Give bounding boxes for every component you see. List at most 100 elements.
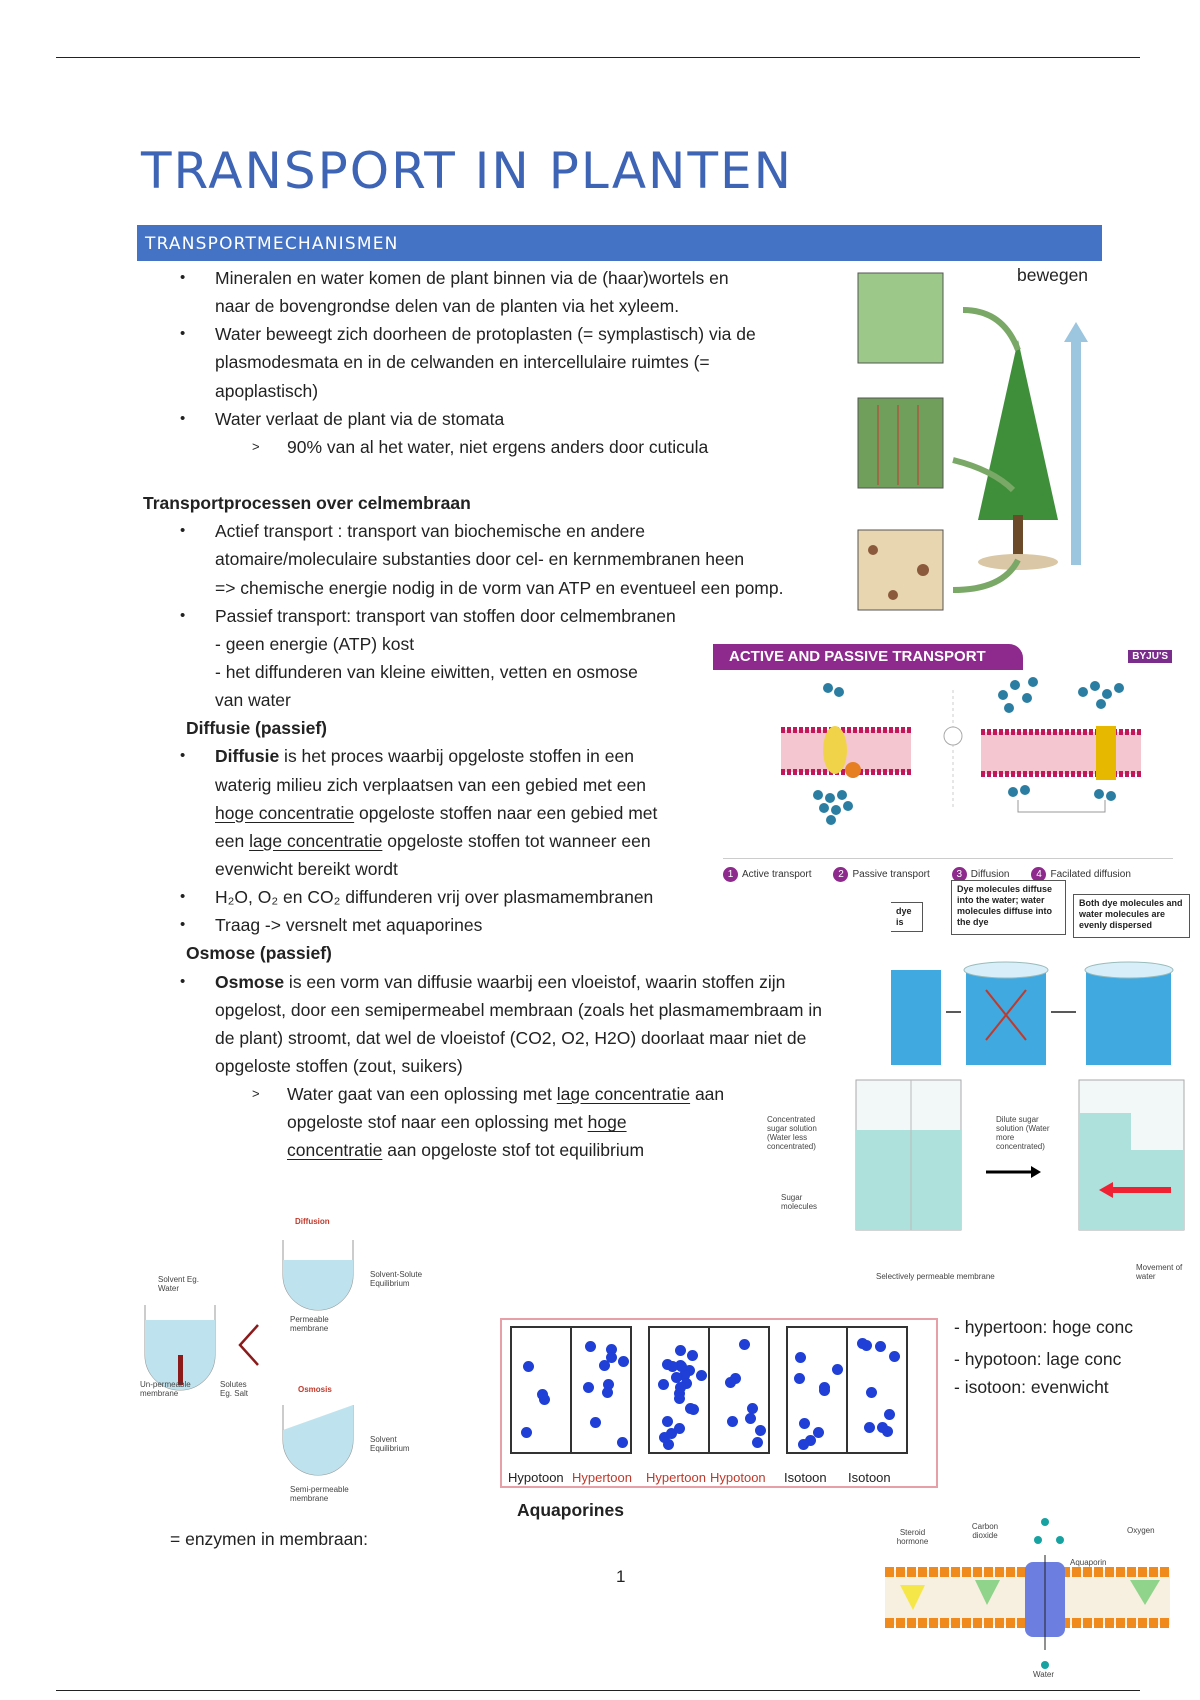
solute-dot (667, 1360, 679, 1372)
text-line: opgelost, door een semipermeabel membraa… (0, 996, 880, 1024)
text-line: - geen energie (ATP) kost (0, 630, 880, 658)
line-text: concentratie aan opgeloste stof tot equi… (287, 1136, 644, 1164)
bullet-icon: • (180, 916, 186, 934)
label-solutes: Solutes Eg. Salt (220, 1380, 249, 1398)
line-text: de plant) stroomt, dat wel de vloeistof … (215, 1024, 806, 1052)
solute-dot (585, 1341, 597, 1353)
enzymen-text: = enzymen in membraan: (170, 1529, 368, 1549)
tonicity-panel (786, 1326, 908, 1454)
section-subheading: Diffusie (passief) (0, 714, 880, 742)
solute-dot (687, 1349, 699, 1361)
line-text: atomaire/moleculaire substanties door ce… (215, 545, 744, 573)
text-line: opgeloste stof naar een oplossing met ho… (0, 1108, 880, 1136)
underlined-term: hoge concentratie (215, 802, 355, 823)
solute-dot (662, 1416, 674, 1428)
line-text: Water verlaat de plant via de stomata (215, 405, 504, 433)
text-segment: => chemische energie nodig in de vorm va… (215, 577, 784, 598)
text-segment: H₂O, O₂ en CO₂ diffunderen vrij over pla… (215, 887, 654, 908)
line-text: Mineralen en water komen de plant binnen… (215, 264, 729, 292)
dye-diffusion-figure: dye is Dye molecules diffuse into the wa… (891, 880, 1191, 1070)
label-dilute: Dilute sugar solution (Water more concen… (996, 1115, 1050, 1151)
label-eq1: Solvent-Solute Equilibrium (370, 1270, 423, 1288)
label-movement: Movement of water (1136, 1263, 1183, 1281)
solute-dot (521, 1427, 533, 1439)
line-text: Water gaat van een oplossing met lage co… (287, 1080, 724, 1108)
section-bar: TRANSPORTMECHANISMEN (137, 225, 1102, 261)
label-sugar: Sugar molecules (781, 1193, 818, 1211)
tonicity-panel (648, 1326, 770, 1454)
text-segment: atomaire/moleculaire substanties door ce… (215, 549, 745, 570)
text-segment: Traag -> versnelt met aquaporines (215, 915, 483, 936)
solute-dot (658, 1378, 669, 1390)
text-segment: Transportprocessen over celmembraan (143, 493, 471, 514)
text-segment: Water beweegt zich doorheen de protoplas… (215, 324, 756, 345)
solute-dot (754, 1425, 766, 1437)
line-text: Actief transport : transport van biochem… (215, 517, 645, 545)
tonicity-panel (510, 1326, 632, 1454)
page-number: 1 (616, 1567, 626, 1586)
solute-dot (725, 1376, 737, 1388)
solute-dot (601, 1386, 613, 1398)
line-text: Osmose (passief) (186, 939, 332, 967)
note-hypotoon: - hypotoon: lage conc (954, 1349, 1122, 1369)
tonicity-label: Hypertoon (572, 1470, 632, 1485)
bullet-icon: • (180, 747, 186, 765)
text-segment: naar de bovengrondse delen van de plante… (215, 296, 680, 317)
text-segment: opgeloste stoffen naar een gebied met (354, 802, 658, 823)
bullet-icon: • (180, 972, 186, 990)
line-text: Water beweegt zich doorheen de protoplas… (215, 320, 756, 348)
text-line: plasmodesmata en in de celwanden en inte… (0, 348, 880, 376)
line-text: waterig milieu zich verplaatsen van een … (215, 771, 646, 799)
legend-number: 4 (1031, 867, 1047, 882)
text-segment: waterig milieu zich verplaatsen van een … (215, 774, 646, 795)
line-text: een lage concentratie opgeloste stoffen … (215, 827, 651, 855)
text-line: • Water beweegt zich doorheen de protopla… (0, 320, 880, 348)
text-line: • Mineralen en water komen de plant binne… (0, 264, 880, 292)
osmosis-beaker-figure: Concentrated sugar solution (Water less … (761, 1075, 1191, 1290)
line-text: H₂O, O₂ en CO₂ diffunderen vrij over pla… (215, 883, 653, 911)
line-text: naar de bovengrondse delen van de plante… (215, 292, 679, 320)
text-line: apoplastisch) (0, 377, 880, 405)
line-text: opgeloste stoffen (zout, suikers) (215, 1052, 463, 1080)
text-line: •Osmose is een vorm van diffusie waarbij… (0, 968, 880, 996)
underlined-term: lage concentratie (556, 1084, 691, 1105)
text-segment: een (215, 830, 250, 851)
line-text: => chemische energie nodig in de vorm va… (215, 574, 783, 602)
solute-dot (818, 1384, 830, 1396)
text-segment: Water gaat van een oplossing met (287, 1084, 557, 1105)
solute-dot (795, 1352, 807, 1364)
solute-dot (744, 1412, 756, 1424)
line-text: apoplastisch) (215, 377, 318, 405)
bullet-icon: • (180, 325, 186, 343)
label-solvent: Solvent Eg. Water (158, 1275, 199, 1293)
bullet-icon: • (180, 522, 186, 540)
text-line: evenwicht bereikt wordt (0, 855, 880, 883)
solute-dot (536, 1388, 548, 1400)
text-segment: de plant) stroomt, dat wel de vloeistof … (215, 1027, 807, 1048)
callout-2: Dye molecules diffuse into the water; wa… (951, 880, 1066, 935)
line-text: plasmodesmata en in de celwanden en inte… (215, 348, 710, 376)
solute-dot (865, 1386, 877, 1398)
text-line: naar de bovengrondse delen van de plante… (0, 292, 880, 320)
solute-dot (881, 1426, 893, 1438)
line-text: van water (215, 686, 291, 714)
label-diffusion: Diffusion (295, 1217, 330, 1226)
bullet-icon: • (180, 269, 186, 286)
text-line: atomaire/moleculaire substanties door ce… (0, 545, 880, 573)
text-line: •Water verlaat de plant via de stomata (0, 405, 880, 433)
legend-number: 3 (951, 867, 967, 882)
arrow-bullet-icon: > (252, 1086, 260, 1102)
solute-dot (863, 1422, 875, 1434)
solute-dot (857, 1338, 869, 1350)
u-tube-diffusion-osmosis-figure: Diffusion Osmosis Solvent Eg. Water Solu… (140, 1215, 450, 1510)
text-segment: - het diffunderen van kleine eiwitten, v… (215, 661, 638, 682)
line-text: - geen energie (ATP) kost (215, 630, 414, 658)
byjus-logo: BYJU'S (1128, 650, 1172, 663)
label-water: Water (1033, 1670, 1055, 1679)
line-text: hoge concentratie opgeloste stoffen naar… (215, 799, 657, 827)
document-body: • Mineralen en water komen de plant binne… (0, 264, 880, 1165)
text-segment: Passief transport: transport van stoffen… (215, 605, 676, 626)
line-text: Diffusie (passief) (186, 714, 327, 742)
